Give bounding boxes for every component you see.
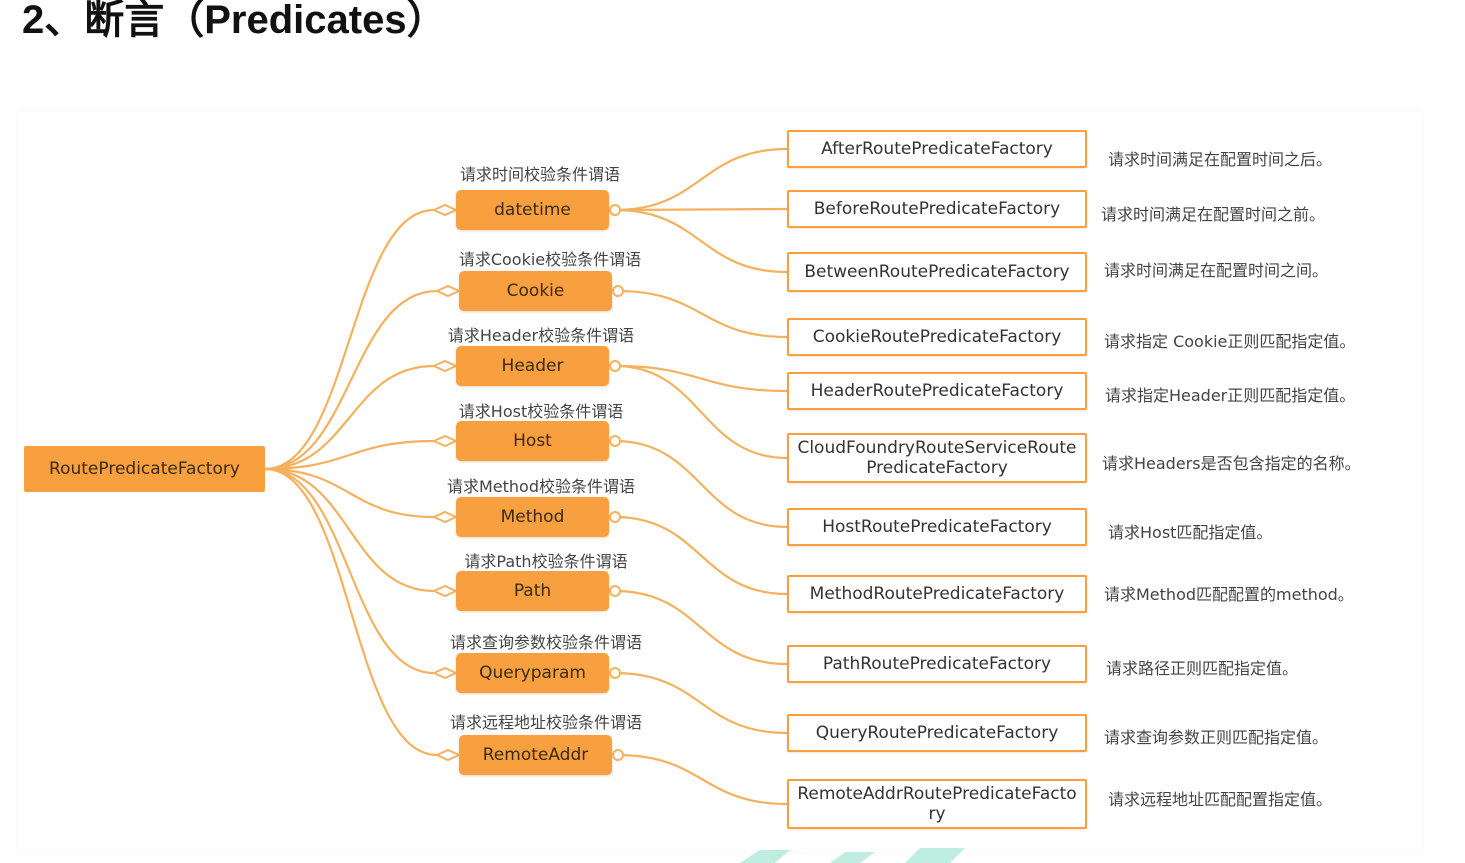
root-node: RoutePredicateFactory xyxy=(24,446,265,492)
expand-circle-icon xyxy=(609,667,621,679)
leaf-description: 请求指定Header正则匹配指定值。 xyxy=(1105,386,1356,405)
root-to-middle-connector xyxy=(264,467,435,519)
expand-circle-icon xyxy=(612,749,624,761)
mid-node-method: Method xyxy=(456,497,609,537)
mid-node-label: RemoteAddr xyxy=(482,745,589,765)
middle-to-leaf-connector xyxy=(614,147,788,212)
leaf-description: 请求Method匹配配置的method。 xyxy=(1104,585,1354,604)
mid-node-label: datetime xyxy=(494,200,571,220)
leaf-node-remoteaddr: RemoteAddrRoutePredicateFactory xyxy=(787,779,1087,829)
mid-caption: 请求远程地址校验条件谓语 xyxy=(449,713,642,732)
connector-diamond xyxy=(431,359,459,373)
page-title: 2、断言（Predicates） xyxy=(22,0,447,42)
leaf-description: 请求时间满足在配置时间之间。 xyxy=(1104,261,1329,280)
leaf-description: 请求远程地址匹配配置指定值。 xyxy=(1108,790,1333,809)
root-to-middle-connector xyxy=(264,364,435,471)
leaf-node-label: BetweenRoutePredicateFactory xyxy=(804,262,1070,282)
connector-diamond xyxy=(434,748,462,762)
root-to-middle-connector xyxy=(264,467,435,593)
mid-node-label: Method xyxy=(500,507,565,527)
middle-to-leaf-connector xyxy=(614,208,788,274)
watermark-logo xyxy=(735,848,1005,863)
expand-circle-icon xyxy=(612,285,624,297)
leaf-node-label: MethodRoutePredicateFactory xyxy=(809,584,1065,604)
connector-diamond xyxy=(431,666,459,680)
mid-caption: 请求Method校验条件谓语 xyxy=(446,477,635,496)
mid-caption: 请求时间校验条件谓语 xyxy=(459,165,620,184)
leaf-node-label: RemoteAddrRoutePredicateFactory xyxy=(797,784,1077,824)
leaf-node-header: HeaderRoutePredicateFactory xyxy=(787,372,1087,410)
expand-circle-icon xyxy=(609,204,621,216)
leaf-description: 请求时间满足在配置时间之后。 xyxy=(1108,150,1333,169)
mid-node-datetime: datetime xyxy=(456,190,609,230)
middle-to-leaf-connector xyxy=(614,364,788,393)
middle-to-leaf-connector xyxy=(617,753,788,806)
mid-node-path: Path xyxy=(456,571,609,611)
leaf-description: 请求Host匹配指定值。 xyxy=(1108,523,1273,542)
root-node-label: RoutePredicateFactory xyxy=(49,459,240,479)
middle-to-leaf-connector xyxy=(614,207,788,212)
mid-node-label: Host xyxy=(513,431,552,451)
mid-node-cookie: Cookie xyxy=(459,271,612,311)
middle-to-leaf-connector xyxy=(614,439,788,529)
leaf-node-after: AfterRoutePredicateFactory xyxy=(787,130,1087,168)
connector-diamond xyxy=(431,510,459,524)
root-to-middle-connector xyxy=(264,467,435,675)
leaf-node-label: BeforeRoutePredicateFactory xyxy=(813,199,1061,219)
middle-to-leaf-connector xyxy=(614,364,788,460)
leaf-node-cloudfoundry: CloudFoundryRouteServiceRoutePredicateFa… xyxy=(787,433,1087,483)
leaf-description: 请求时间满足在配置时间之前。 xyxy=(1101,205,1326,224)
leaf-description: 请求指定 Cookie正则匹配指定值。 xyxy=(1104,332,1356,351)
leaf-node-label: QueryRoutePredicateFactory xyxy=(815,723,1059,743)
middle-to-leaf-connector xyxy=(614,515,788,596)
mid-node-label: Queryparam xyxy=(479,663,586,683)
leaf-node-label: PathRoutePredicateFactory xyxy=(822,654,1052,674)
mid-node-header: Header xyxy=(456,346,609,386)
middle-to-leaf-connector xyxy=(614,589,788,666)
root-to-middle-connector xyxy=(264,467,438,757)
leaf-node-label: CloudFoundryRouteServiceRoutePredicateFa… xyxy=(797,438,1077,478)
leaf-node-label: HostRoutePredicateFactory xyxy=(822,517,1052,537)
leaf-node-path: PathRoutePredicateFactory xyxy=(787,645,1087,683)
connector-diamond xyxy=(431,434,459,448)
mid-caption: 请求Header校验条件谓语 xyxy=(447,326,635,345)
root-to-middle-connector xyxy=(264,289,438,471)
connector-diamond xyxy=(434,284,462,298)
leaf-node-before: BeforeRoutePredicateFactory xyxy=(787,190,1087,228)
mid-node-label: Cookie xyxy=(506,281,565,301)
leaf-node-label: AfterRoutePredicateFactory xyxy=(821,139,1053,159)
leaf-node-query: QueryRoutePredicateFactory xyxy=(787,714,1087,752)
leaf-node-cookie: CookieRoutePredicateFactory xyxy=(787,318,1087,356)
expand-circle-icon xyxy=(609,511,621,523)
leaf-node-label: CookieRoutePredicateFactory xyxy=(812,327,1062,347)
leaf-node-host: HostRoutePredicateFactory xyxy=(787,508,1087,546)
connector-diamond xyxy=(431,584,459,598)
root-to-middle-connector xyxy=(264,439,435,471)
mid-node-host: Host xyxy=(456,421,609,461)
mid-caption: 请求Host校验条件谓语 xyxy=(458,402,624,421)
mid-node-remoteaddr: RemoteAddr xyxy=(459,735,612,775)
mid-caption: 请求Path校验条件谓语 xyxy=(464,552,628,571)
expand-circle-icon xyxy=(609,585,621,597)
middle-to-leaf-connector xyxy=(614,671,788,735)
expand-circle-icon xyxy=(609,360,621,372)
leaf-node-method: MethodRoutePredicateFactory xyxy=(787,575,1087,613)
leaf-node-between: BetweenRoutePredicateFactory xyxy=(787,252,1087,292)
root-to-middle-connector xyxy=(264,208,435,471)
expand-circle-icon xyxy=(609,435,621,447)
connector-diamond xyxy=(431,203,459,217)
mid-caption: 请求查询参数校验条件谓语 xyxy=(449,633,642,652)
leaf-description: 请求路径正则匹配指定值。 xyxy=(1106,659,1299,678)
leaf-description: 请求Headers是否包含指定的名称。 xyxy=(1102,454,1361,473)
middle-to-leaf-connector xyxy=(617,289,788,339)
mid-caption: 请求Cookie校验条件谓语 xyxy=(458,250,642,269)
leaf-description: 请求查询参数正则匹配指定值。 xyxy=(1104,728,1329,747)
mid-node-label: Path xyxy=(513,581,552,601)
mid-node-label: Header xyxy=(501,356,564,376)
mid-node-queryparam: Queryparam xyxy=(456,653,609,693)
leaf-node-label: HeaderRoutePredicateFactory xyxy=(810,381,1064,401)
